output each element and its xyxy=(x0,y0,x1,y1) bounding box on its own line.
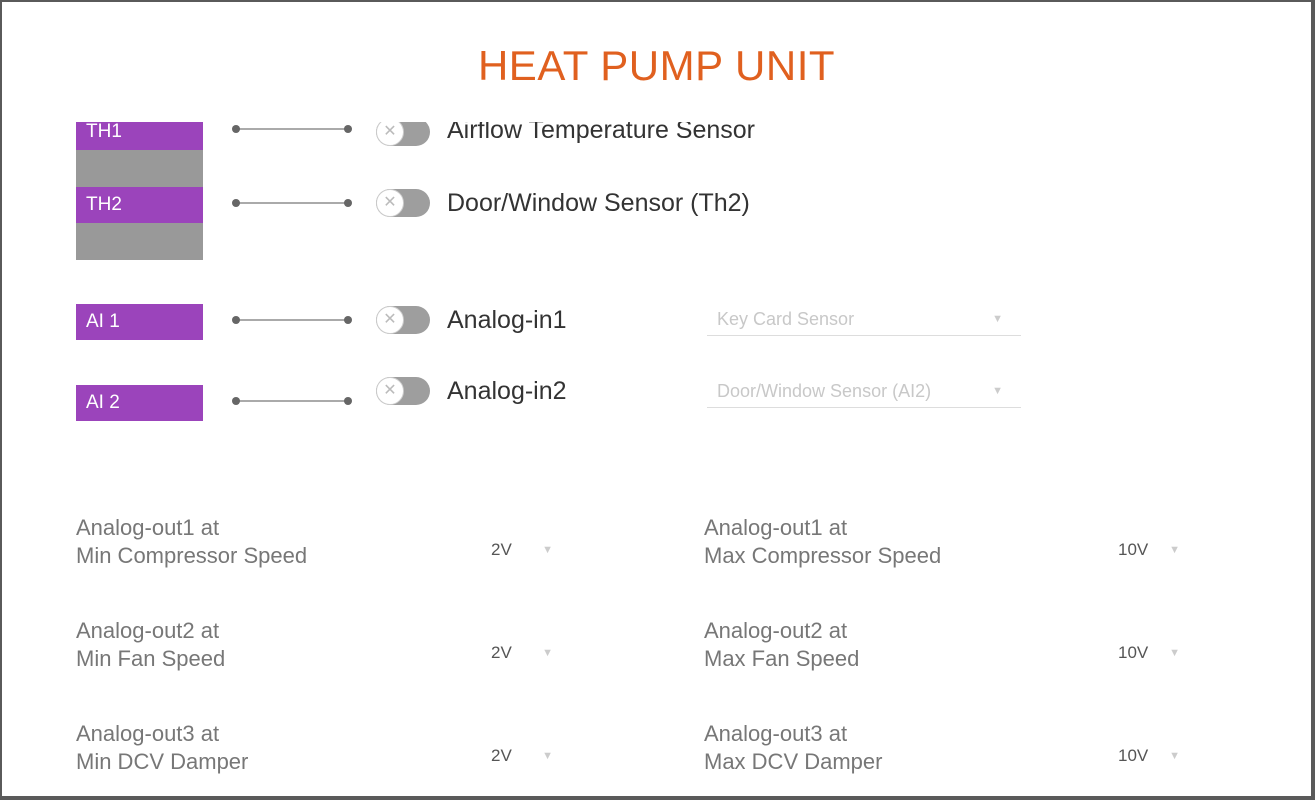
label-th2: Door/Window Sensor (Th2) xyxy=(447,189,750,217)
caret-down-icon: ▼ xyxy=(992,313,1003,325)
toggle-ai1[interactable]: ✕ xyxy=(376,306,430,334)
tag-ai1: AI 1 xyxy=(76,304,203,340)
page-title: HEAT PUMP UNIT xyxy=(477,42,836,89)
tag-spacer xyxy=(76,223,203,260)
ai1-type-dropdown[interactable]: Key Card Sensor ▼ xyxy=(707,304,1021,336)
out1-min-select[interactable]: 2V▼ xyxy=(491,536,571,564)
out2-min-select[interactable]: 2V▼ xyxy=(491,639,571,667)
scroll-area[interactable]: TH1 ✕ Airflow Temperature Sensor TH2 ✕ D… xyxy=(2,122,1311,796)
x-icon: ✕ xyxy=(376,122,404,146)
label-ai1: Analog-in1 xyxy=(447,306,567,334)
dropdown-value: Door/Window Sensor (AI2) xyxy=(717,381,932,401)
caret-down-icon: ▼ xyxy=(992,385,1003,397)
tag-spacer xyxy=(76,150,203,187)
caret-down-icon: ▼ xyxy=(1169,647,1180,659)
connector-line xyxy=(232,199,352,207)
connector-line xyxy=(232,316,352,324)
x-icon: ✕ xyxy=(376,377,404,405)
tag-ai2: AI 2 xyxy=(76,385,203,421)
dropdown-value: Key Card Sensor xyxy=(717,309,855,329)
ai2-type-dropdown[interactable]: Door/Window Sensor (AI2) ▼ xyxy=(707,376,1021,408)
label-th1: Airflow Temperature Sensor xyxy=(447,122,756,144)
toggle-th1[interactable]: ✕ xyxy=(376,122,430,146)
out2-max-select[interactable]: 10V▼ xyxy=(1118,639,1198,667)
x-icon: ✕ xyxy=(376,189,404,217)
toggle-ai2[interactable]: ✕ xyxy=(376,377,430,405)
x-icon: ✕ xyxy=(376,306,404,334)
caret-down-icon: ▼ xyxy=(1169,544,1180,556)
caret-down-icon: ▼ xyxy=(542,750,553,762)
toggle-th2[interactable]: ✕ xyxy=(376,189,430,217)
out3-max-select[interactable]: 10V▼ xyxy=(1118,742,1198,770)
tag-th2: TH2 xyxy=(76,187,203,223)
connector-line xyxy=(232,397,352,405)
caret-down-icon: ▼ xyxy=(542,647,553,659)
out3-min-select[interactable]: 2V▼ xyxy=(491,742,571,770)
caret-down-icon: ▼ xyxy=(1169,750,1180,762)
connector-line xyxy=(232,125,352,133)
tag-th1: TH1 xyxy=(76,122,203,150)
caret-down-icon: ▼ xyxy=(542,544,553,556)
out1-max-select[interactable]: 10V▼ xyxy=(1118,536,1198,564)
label-ai2: Analog-in2 xyxy=(447,377,567,405)
